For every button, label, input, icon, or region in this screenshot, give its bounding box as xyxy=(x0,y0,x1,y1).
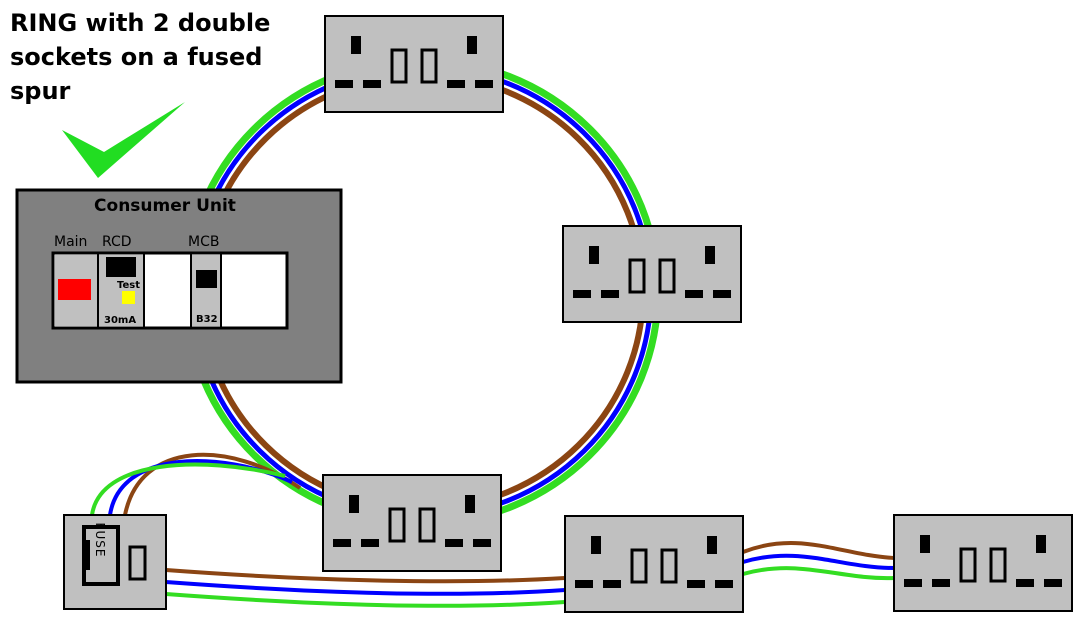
socket-ring-right xyxy=(561,224,743,324)
test-button xyxy=(122,291,135,304)
fuse-label: FUSE xyxy=(93,523,107,558)
diagram-title: RING with 2 double sockets on a fused sp… xyxy=(10,9,271,105)
main-label: Main xyxy=(54,234,87,250)
mcb-rating: B32 xyxy=(196,314,218,325)
socket-spur-1 xyxy=(563,514,745,614)
mcb xyxy=(192,255,220,326)
spur-wires xyxy=(90,452,895,608)
rcd-label: RCD xyxy=(102,234,132,250)
consumer-unit: Consumer Unit Main RCD MCB Test 30mA B32 xyxy=(15,188,343,384)
rcd-rating: 30mA xyxy=(104,315,136,326)
mcb-label: MCB xyxy=(188,234,219,250)
check-icon xyxy=(62,102,185,178)
socket-ring-bottom xyxy=(321,473,503,573)
socket-spur-2 xyxy=(892,513,1074,613)
socket-ring-top xyxy=(323,14,505,114)
consumer-unit-title: Consumer Unit xyxy=(94,196,236,216)
fused-spur: FUSE xyxy=(63,514,167,610)
test-label: Test xyxy=(117,280,140,291)
